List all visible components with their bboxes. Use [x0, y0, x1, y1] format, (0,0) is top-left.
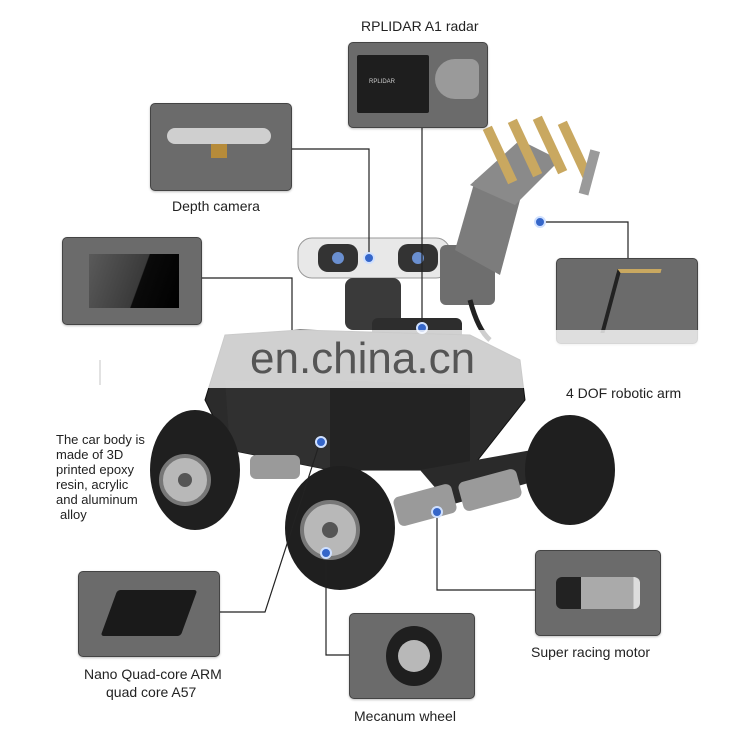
camera-mount-image: [211, 144, 227, 158]
screen-image: [89, 254, 179, 308]
lidar-label: RPLIDAR A1 radar: [361, 18, 479, 34]
mecanum-hub-image: [398, 640, 430, 672]
car-body-line-5: and aluminum: [56, 492, 138, 507]
robot-motor-left: [393, 484, 457, 526]
robot-wheel-rear-left: [150, 410, 240, 530]
robot-wheel-front-left: [285, 466, 395, 590]
lidar-sensor-image: [435, 59, 479, 99]
depth-camera-callout: [150, 103, 292, 191]
mecanum-label: Mecanum wheel: [354, 708, 456, 724]
robot-camera-mount: [345, 278, 401, 330]
lidar-device-text: RPLIDAR: [369, 79, 396, 85]
nano-board-image: [100, 590, 198, 636]
watermark-band: en.china.cn: [0, 330, 750, 388]
car-body-line-3: printed epoxy: [56, 462, 135, 477]
robot-motor-rear: [250, 455, 300, 479]
robotic-arm-label: 4 DOF robotic arm: [566, 385, 682, 401]
watermark-text: en.china.cn: [250, 334, 476, 383]
robot-wheel-front-right: [525, 415, 615, 525]
robot-motor-right: [458, 469, 522, 511]
nano-callout: [78, 571, 220, 657]
nano-label-line-2: quad core A57: [106, 684, 197, 700]
mecanum-wheel-image: [386, 626, 442, 686]
screen-callout: [62, 237, 202, 325]
nano-label-line-1: Nano Quad-core ARM: [84, 666, 222, 682]
motor-callout: [535, 550, 661, 636]
car-body-line-4: resin, acrylic: [56, 477, 129, 492]
mecanum-callout: [349, 613, 475, 699]
depth-camera-label: Depth camera: [172, 198, 260, 214]
car-body-line-2: made of 3D: [56, 447, 124, 462]
depth-camera-image: [167, 128, 271, 144]
callout-dots: [315, 216, 546, 559]
robotic-arm-callout: [556, 258, 698, 344]
motor-image: [556, 577, 640, 609]
robotic-arm-image: [600, 269, 662, 333]
lidar-callout: RPLIDAR: [348, 42, 488, 128]
motor-label: Super racing motor: [531, 644, 651, 660]
car-body-description: The car body is made of 3D printed epoxy…: [56, 432, 145, 522]
car-body-line-1: The car body is: [56, 432, 145, 447]
callout-lines: [99, 125, 629, 656]
robot-arm: [440, 115, 601, 342]
lidar-box-image: RPLIDAR: [357, 55, 429, 113]
car-body-line-6: alloy: [60, 507, 87, 522]
